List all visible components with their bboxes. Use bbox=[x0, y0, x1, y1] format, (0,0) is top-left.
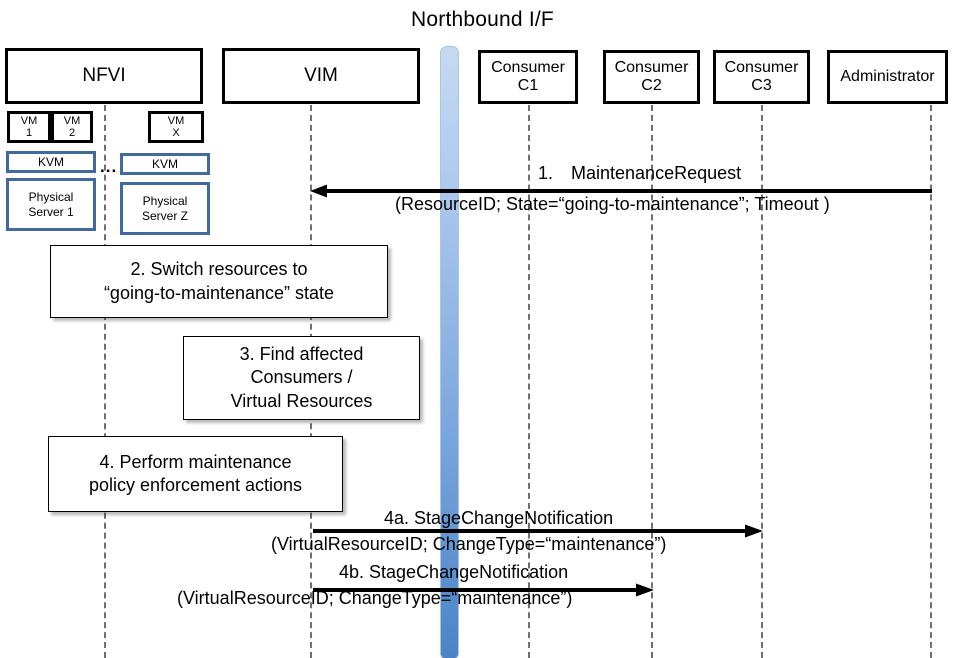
message-4b-title: 4b. StageChangeNotification bbox=[339, 562, 569, 582]
message-4a-title: 4a. StageChangeNotification bbox=[384, 508, 614, 528]
actor-box-nfvi[interactable]: NFVI bbox=[5, 48, 203, 104]
physical-server-z-box[interactable]: Physical Server Z bbox=[120, 182, 210, 235]
northbound-interface-bar bbox=[440, 46, 459, 658]
actor-box-administrator[interactable]: Administrator bbox=[827, 50, 948, 104]
message-4b-params: (VirtualResourceID; ChangeType=“maintena… bbox=[177, 588, 573, 608]
physical-server-z-label: Physical Server Z bbox=[141, 194, 188, 223]
step-box-2-text: 2. Switch resources to “going-to-mainten… bbox=[103, 259, 335, 303]
step-box-4-text: 4. Perform maintenance policy enforcemen… bbox=[88, 451, 303, 495]
actor-box-vim[interactable]: VIM bbox=[222, 48, 420, 104]
physical-server-1-box[interactable]: Physical Server 1 bbox=[6, 178, 96, 231]
lifeline-consumer-c2 bbox=[651, 105, 653, 658]
lifeline-consumer-c3 bbox=[761, 105, 763, 658]
kvm-label-1: KVM bbox=[37, 154, 64, 169]
vm-box-x[interactable]: VM X bbox=[148, 111, 204, 143]
vm-label-2: VM 2 bbox=[63, 114, 81, 139]
kvm-box-2[interactable]: KVM bbox=[120, 153, 210, 175]
step-box-4[interactable]: 4. Perform maintenance policy enforcemen… bbox=[48, 436, 343, 512]
actor-label-nfvi: NFVI bbox=[82, 65, 126, 87]
diagram-title: Northbound I/F bbox=[411, 8, 554, 31]
vm-label-1: VM 1 bbox=[20, 114, 38, 139]
physical-server-1-label: Physical Server 1 bbox=[28, 190, 74, 219]
kvm-label-2: KVM bbox=[151, 156, 178, 171]
message-4a-params: (VirtualResourceID; ChangeType=“maintena… bbox=[271, 534, 667, 554]
vm-label-x: VM X bbox=[167, 114, 185, 139]
actor-label-consumer-c3: Consumer C3 bbox=[724, 59, 799, 94]
actor-label-consumer-c2: Consumer C2 bbox=[614, 59, 689, 94]
lifeline-consumer-c1 bbox=[528, 105, 530, 658]
lifeline-administrator bbox=[930, 105, 932, 658]
lifeline-nfvi bbox=[104, 105, 106, 658]
step-box-2[interactable]: 2. Switch resources to “going-to-mainten… bbox=[50, 245, 388, 318]
step-box-3[interactable]: 3. Find affected Consumers / Virtual Res… bbox=[183, 336, 420, 420]
actor-label-administrator: Administrator bbox=[840, 68, 935, 86]
actor-label-consumer-c1: Consumer C1 bbox=[491, 59, 565, 94]
actor-box-consumer-c2[interactable]: Consumer C2 bbox=[603, 50, 700, 104]
step-box-3-text: 3. Find affected Consumers / Virtual Res… bbox=[230, 343, 373, 411]
actor-box-consumer-c1[interactable]: Consumer C1 bbox=[478, 50, 578, 104]
message-1-title: 1. MaintenanceRequest bbox=[538, 163, 742, 183]
actor-label-vim: VIM bbox=[304, 65, 338, 87]
message-arrow-4b bbox=[313, 583, 654, 597]
vm-box-1[interactable]: VM 1 bbox=[7, 111, 51, 143]
message-arrow-4a bbox=[313, 524, 763, 538]
kvm-box-1[interactable]: KVM bbox=[6, 151, 96, 173]
servers-ellipsis: ... bbox=[100, 157, 118, 176]
vm-box-2[interactable]: VM 2 bbox=[51, 111, 93, 143]
message-arrow-1 bbox=[310, 184, 932, 198]
actor-box-consumer-c3[interactable]: Consumer C3 bbox=[713, 50, 810, 104]
message-1-params: (ResourceID; State=“going-to-maintenance… bbox=[395, 194, 830, 214]
